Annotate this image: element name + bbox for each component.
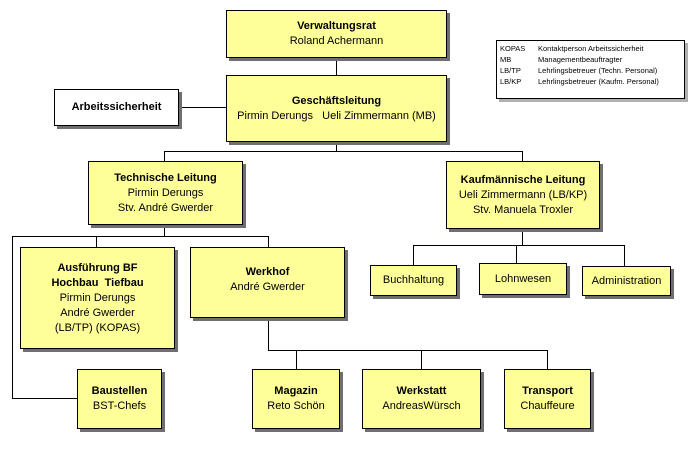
legend-desc: Lehrlingsbetreuer (Kaufm. Personal) <box>538 77 659 86</box>
node-werkstatt: Werkstatt AndreasWürsch <box>362 369 481 429</box>
abbreviation-legend: KOPAS Kontaktperson Arbeitssicherheit MB… <box>496 40 685 99</box>
node-line: Pirmin Derungs Ueli Zimmermann (MB) <box>237 109 436 122</box>
node-administration: Administration <box>582 266 671 296</box>
node-line: Stv. André Gwerder <box>117 201 214 214</box>
node-line: Ueli Zimmermann (LB/KP) <box>458 188 588 201</box>
node-title-2: Hochbau Tiefbau <box>51 276 144 289</box>
node-title: Werkstatt <box>396 385 447 397</box>
node-title: Kaufmännische Leitung <box>460 173 586 186</box>
node-line: BST-Chefs <box>92 400 147 412</box>
node-line: Pirmin Derungs <box>127 186 204 199</box>
node-line: Pirmin Derungs <box>59 291 136 304</box>
node-line: Roland Achermann <box>289 35 384 47</box>
node-kaufmaennische-leitung: Kaufmännische Leitung Ueli Zimmermann (L… <box>446 161 600 229</box>
node-line: Reto Schön <box>267 400 325 412</box>
legend-abbr: KOPAS <box>500 44 526 53</box>
legend-abbr: MB <box>500 55 512 64</box>
legend-abbr: LB/KP <box>500 77 522 86</box>
node-title: Technische Leitung <box>114 171 217 184</box>
legend-desc: Managementbeauftragter <box>538 55 623 64</box>
node-geschaeftsleitung: Geschäftsleitung Pirmin Derungs Ueli Zim… <box>226 75 447 142</box>
node-line: AndreasWürsch <box>382 400 461 412</box>
legend-row: LB/KP Lehrlingsbetreuer (Kaufm. Personal… <box>500 76 684 87</box>
node-title: Administration <box>591 274 662 287</box>
legend-abbr: LB/TP <box>500 66 521 75</box>
legend-desc: Kontaktperson Arbeitssicherheit <box>538 44 644 53</box>
node-title: Verwaltungsrat <box>297 20 376 32</box>
node-line: Chauffeure <box>520 400 575 412</box>
node-title: Lohnwesen <box>494 272 552 285</box>
node-verwaltungsrat: Verwaltungsrat Roland Achermann <box>226 10 447 58</box>
legend-row: LB/TP Lehrlingsbetreuer (Techn. Personal… <box>500 65 684 76</box>
node-arbeitssicherheit: Arbeitssicherheit <box>54 89 179 126</box>
legend-desc: Lehrlingsbetreuer (Techn. Personal) <box>538 66 658 75</box>
node-line: (LB/TP) (KOPAS) <box>54 321 141 334</box>
node-magazin: Magazin Reto Schön <box>252 369 340 429</box>
node-technische-leitung: Technische Leitung Pirmin Derungs Stv. A… <box>88 161 243 225</box>
node-title: Geschäftsleitung <box>291 94 382 107</box>
node-line: André Gwerder <box>230 281 305 293</box>
node-lohnwesen: Lohnwesen <box>479 263 567 295</box>
node-title: Baustellen <box>91 385 148 397</box>
node-werkhof: Werkhof André Gwerder <box>190 247 345 318</box>
node-title: Transport <box>522 385 573 397</box>
node-title: Buchhaltung <box>382 274 445 286</box>
node-title: Arbeitssicherheit <box>71 101 162 113</box>
node-transport: Transport Chauffeure <box>504 369 591 429</box>
legend-row: KOPAS Kontaktperson Arbeitssicherheit <box>500 43 684 54</box>
node-ausfuehrung: Ausführung BF Hochbau Tiefbau Pirmin Der… <box>20 247 175 349</box>
node-title: Werkhof <box>245 266 290 278</box>
node-line: André Gwerder <box>60 306 135 319</box>
node-title: Magazin <box>274 385 318 397</box>
node-title: Ausführung BF <box>57 261 138 274</box>
node-buchhaltung: Buchhaltung <box>370 265 457 296</box>
legend-row: MB Managementbeauftragter <box>500 54 684 65</box>
node-line: Stv. Manuela Troxler <box>472 203 574 216</box>
node-baustellen: Baustellen BST-Chefs <box>77 369 162 429</box>
